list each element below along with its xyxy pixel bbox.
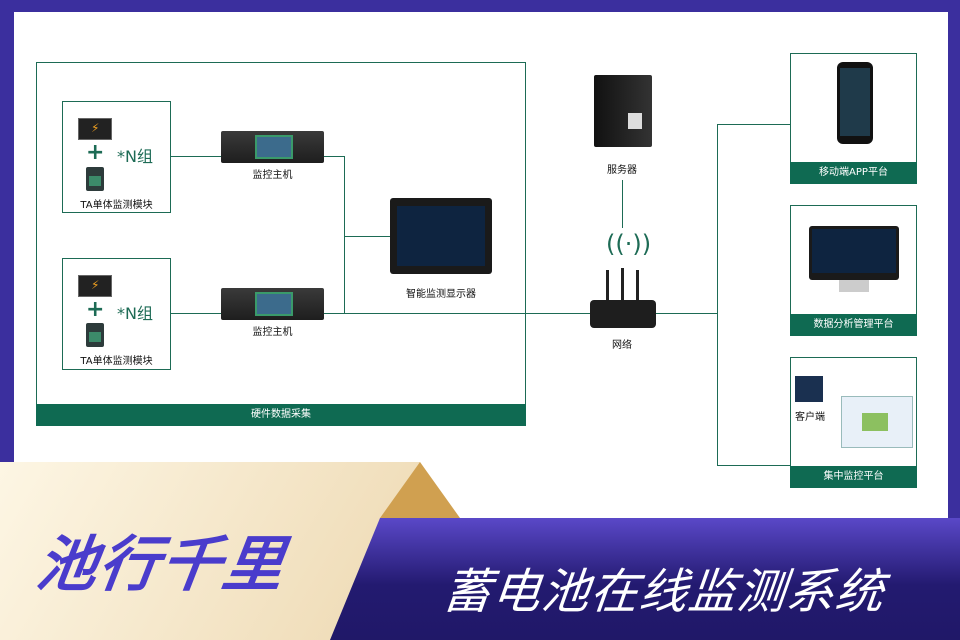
- smart-display-device: [390, 198, 492, 274]
- brand-name: 池行千里: [32, 530, 291, 600]
- module-icon: [86, 167, 104, 191]
- module-label: TA单体监测模块: [80, 200, 153, 211]
- battery-icon: ⚡: [78, 275, 112, 297]
- client-pc-icon: [795, 376, 823, 402]
- hardware-title: 硬件数据采集: [36, 404, 526, 426]
- plus-icon: +: [86, 297, 105, 322]
- platform-label: 集中监控平台: [790, 466, 917, 488]
- monitor-icon: [809, 226, 899, 280]
- monitor-host-device: [221, 131, 324, 163]
- host-label: 监控主机: [252, 170, 293, 181]
- system-title: 蓄电池在线监测系统: [440, 564, 888, 620]
- group-multiplier: *N组: [117, 304, 153, 323]
- phone-icon: [837, 62, 873, 144]
- host-label: 监控主机: [252, 327, 293, 338]
- module-icon: [86, 323, 104, 347]
- router-icon: [590, 268, 656, 328]
- group-multiplier: *N组: [117, 147, 153, 166]
- wifi-icon: ((·)): [606, 230, 652, 258]
- software-screenshot: [841, 396, 913, 448]
- platform-label: 移动端APP平台: [790, 162, 917, 184]
- platform-label: 数据分析管理平台: [790, 314, 917, 336]
- display-label: 智能监测显示器: [406, 289, 476, 300]
- battery-group-1: [62, 101, 171, 213]
- server-label: 服务器: [607, 165, 637, 176]
- module-label: TA单体监测模块: [80, 356, 153, 367]
- title-band: [330, 518, 960, 640]
- router-label: 网络: [612, 340, 632, 351]
- battery-icon: ⚡: [78, 118, 112, 140]
- server-icon: [594, 75, 652, 147]
- client-label: 客户端: [795, 412, 825, 423]
- monitor-host-device: [221, 288, 324, 320]
- plus-icon: +: [86, 140, 105, 165]
